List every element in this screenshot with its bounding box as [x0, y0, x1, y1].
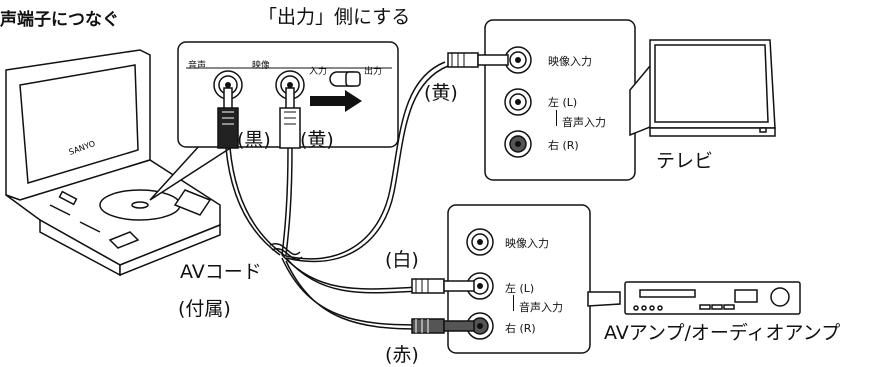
av-amplifier	[624, 281, 801, 315]
cable-note: (付属)	[178, 298, 231, 320]
tv-video-plug	[447, 52, 509, 68]
amp-video-in-label: 映像入力	[505, 237, 549, 250]
yellow-plug-label: (黄)	[300, 129, 334, 151]
tv-audio-bracket	[556, 110, 557, 126]
amp-audio-plugs	[411, 278, 475, 334]
portable-dvd-player	[5, 49, 221, 277]
amp-audio-in-label: 音声入力	[519, 301, 563, 314]
red-plug-label: (赤)	[385, 344, 419, 366]
amp-right-label: 右 (R)	[505, 322, 536, 335]
tv-audio-in-label: 音声入力	[562, 116, 606, 129]
white-plug-label: (白)	[385, 249, 419, 271]
header-title: 声端子につなぐ	[0, 10, 119, 30]
tv-label: テレビ	[656, 150, 714, 172]
av-cable	[225, 61, 449, 330]
player-output-label: 出力	[364, 67, 383, 77]
amp-left-label: 左 (L)	[505, 282, 535, 295]
player-plugs	[217, 87, 301, 149]
player-video-label: 映像	[252, 61, 271, 71]
output-callout: 「出力」側にする	[258, 6, 411, 28]
tv-right-label: 右 (R)	[548, 139, 579, 152]
player-input-label: 入力	[309, 67, 328, 77]
amp-audio-bracket	[513, 295, 514, 311]
amp-jack-panel	[447, 204, 621, 354]
tv-jack-panel	[484, 19, 656, 181]
tv-yellow-plug-label: (黄)	[424, 82, 458, 104]
black-plug-label: (黒)	[237, 129, 271, 151]
tv-left-label: 左 (L)	[548, 96, 578, 109]
television	[649, 39, 776, 137]
amp-label: AVアンプ/オーディオアンプ	[604, 322, 841, 344]
tv-video-in-label: 映像入力	[548, 55, 592, 68]
player-audio-label: 音声	[188, 61, 207, 71]
cable-label: AVコード	[180, 261, 262, 283]
